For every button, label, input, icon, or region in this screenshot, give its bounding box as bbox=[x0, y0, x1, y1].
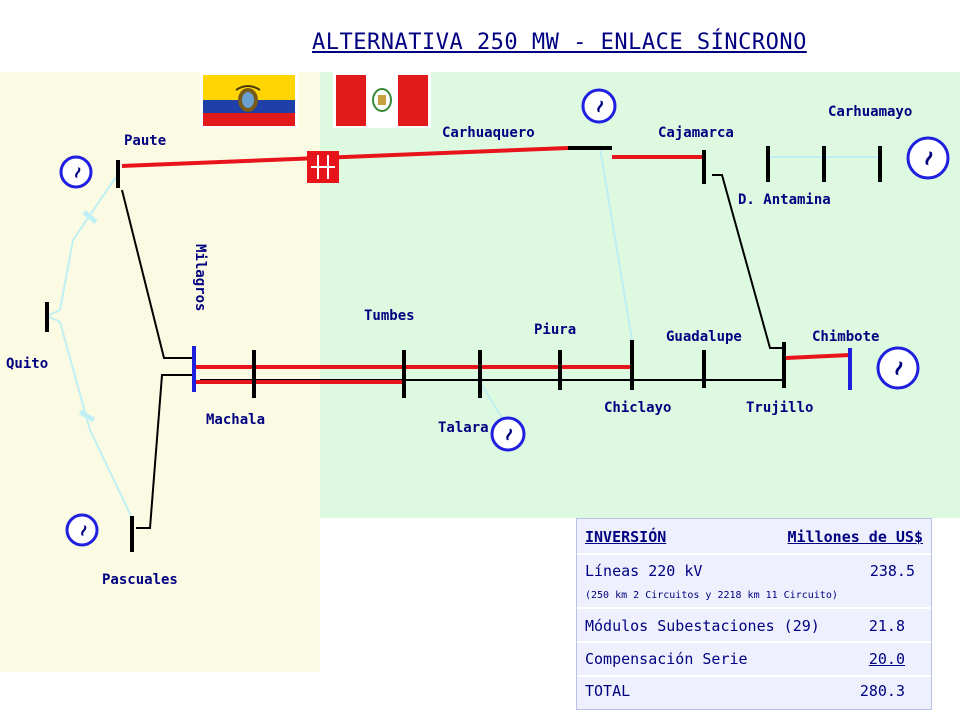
investment-divider bbox=[577, 553, 931, 555]
investment-divider bbox=[577, 675, 931, 677]
investment-row-label: Compensación Serie bbox=[585, 650, 748, 668]
investment-table: INVERSIÓN Millones de US$ Líneas 220 kV … bbox=[576, 518, 932, 710]
investment-row-compensation: Compensación Serie 20.0 bbox=[585, 650, 923, 668]
ecuador-region bbox=[0, 72, 320, 672]
investment-row-label: TOTAL bbox=[585, 682, 631, 700]
investment-divider bbox=[577, 641, 931, 643]
label-chiclayo: Chiclayo bbox=[604, 400, 672, 416]
label-cajamarca: Cajamarca bbox=[658, 125, 734, 141]
label-milagros: Milagros bbox=[192, 244, 208, 312]
investment-row-label: Líneas 220 kV bbox=[585, 562, 703, 580]
generator-icon-chimbote: ~ bbox=[876, 346, 920, 390]
investment-header-right: Millones de US$ bbox=[787, 528, 923, 546]
label-trujillo: Trujillo bbox=[746, 400, 814, 416]
investment-lines-note: (250 km 2 Circuitos y 2218 km 11 Circuit… bbox=[585, 590, 838, 601]
page-title: ALTERNATIVA 250 MW - ENLACE SÍNCRONO bbox=[312, 30, 807, 55]
label-piura: Piura bbox=[534, 322, 577, 338]
investment-row-value: 21.8 bbox=[868, 617, 905, 635]
peru-flag-icon bbox=[333, 72, 431, 128]
investment-divider bbox=[577, 607, 931, 609]
investment-row-value: 238.5 bbox=[869, 562, 915, 580]
generator-icon-talara: ~ bbox=[490, 416, 526, 452]
generator-icon-carhuamayo: ~ bbox=[906, 136, 950, 180]
peru-region bbox=[320, 72, 960, 518]
generator-icon-pascuales: ~ bbox=[65, 513, 99, 547]
investment-row-value: 20.0 bbox=[868, 650, 905, 668]
label-tumbes: Tumbes bbox=[364, 308, 415, 324]
investment-header: INVERSIÓN Millones de US$ bbox=[585, 528, 923, 546]
ecuador-flag-icon bbox=[200, 72, 298, 128]
investment-header-left: INVERSIÓN bbox=[585, 528, 667, 546]
label-talara: Talara bbox=[438, 420, 489, 436]
label-antamina: D. Antamina bbox=[738, 192, 831, 208]
investment-row-label: Módulos Subestaciones (29) bbox=[585, 617, 820, 635]
dc-converter-icon bbox=[307, 151, 339, 183]
label-carhuaquero: Carhuaquero bbox=[442, 125, 535, 141]
label-paute: Paute bbox=[124, 133, 167, 149]
generator-icon-paute: ~ bbox=[59, 155, 93, 189]
label-guadalupe: Guadalupe bbox=[666, 329, 742, 345]
investment-row-value: 280.3 bbox=[859, 682, 905, 700]
label-machala: Machala bbox=[206, 412, 266, 428]
investment-row-total: TOTAL 280.3 bbox=[585, 682, 923, 700]
label-pascuales: Pascuales bbox=[102, 572, 178, 588]
investment-row-modules: Módulos Subestaciones (29) 21.8 bbox=[585, 617, 923, 635]
label-carhuamayo: Carhuamayo bbox=[828, 104, 913, 120]
label-quito: Quito bbox=[6, 356, 49, 372]
generator-icon-carhuaquero: ~ bbox=[581, 88, 617, 124]
investment-row-lines: Líneas 220 kV 238.5 bbox=[585, 562, 923, 580]
label-chimbote: Chimbote bbox=[812, 329, 880, 345]
